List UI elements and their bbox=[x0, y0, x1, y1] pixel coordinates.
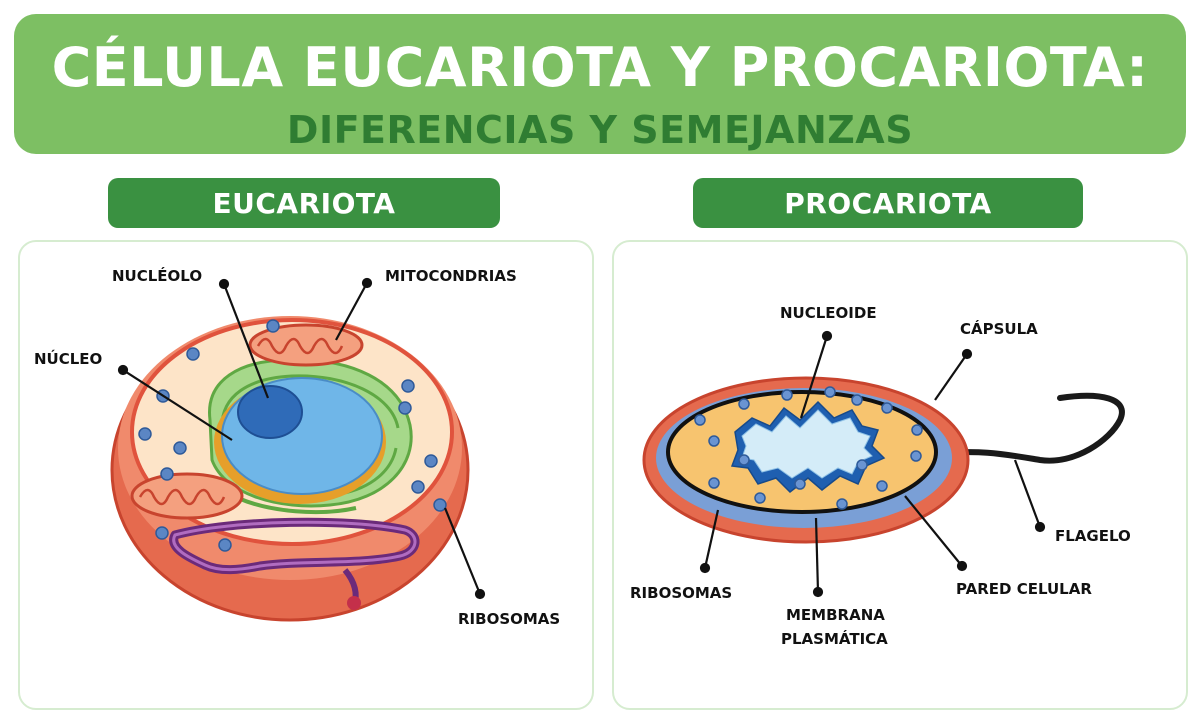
mitochondrion-left bbox=[130, 472, 244, 520]
label-nucleolus: NUCLÉOLO bbox=[112, 266, 202, 285]
label-nucleoid: NUCLEOIDE bbox=[780, 304, 877, 322]
eukaryotic-cell: NUCLÉOLO MITOCONDRIAS NÚCLEO RIBOSOMAS bbox=[34, 266, 560, 628]
label-eukaryote-ribosomes: RIBOSOMAS bbox=[458, 610, 560, 628]
eukaryote-leader-lines bbox=[117, 277, 486, 600]
prokaryote-ribosomes bbox=[694, 386, 923, 510]
label-flagellum: FLAGELO bbox=[1055, 527, 1131, 545]
nucleoid bbox=[730, 400, 886, 493]
prokaryotic-cell: NUCLEOIDE CÁPSULA FLAGELO RIBOSOMAS MEMB… bbox=[630, 304, 1131, 648]
prokaryote-leader-lines bbox=[699, 330, 1046, 598]
label-capsule: CÁPSULA bbox=[960, 319, 1038, 338]
label-cell-wall: PARED CELULAR bbox=[956, 580, 1092, 598]
eukaryote-heading: EUCARIOTA bbox=[108, 178, 500, 228]
eukaryote-ribosomes bbox=[138, 319, 447, 552]
golgi-apparatus bbox=[169, 517, 420, 610]
label-mitochondria: MITOCONDRIAS bbox=[385, 267, 517, 285]
label-prokaryote-ribosomes: RIBOSOMAS bbox=[630, 584, 732, 602]
prokaryote-heading: PROCARIOTA bbox=[693, 178, 1083, 228]
nucleus bbox=[214, 377, 386, 504]
label-membrane-line1: MEMBRANA bbox=[786, 606, 885, 624]
label-nucleus: NÚCLEO bbox=[34, 349, 102, 368]
page-subtitle: DIFERENCIAS Y SEMEJANZAS bbox=[286, 108, 914, 152]
label-membrane-line2: PLASMÁTICA bbox=[781, 629, 888, 648]
page-title: CÉLULA EUCARIOTA Y PROCARIOTA: bbox=[51, 36, 1149, 99]
flagellum bbox=[932, 392, 1125, 464]
nucleolus bbox=[237, 385, 303, 439]
title-banner: CÉLULA EUCARIOTA Y PROCARIOTA: DIFERENCI… bbox=[14, 14, 1186, 154]
mitochondrion-top bbox=[248, 323, 364, 367]
